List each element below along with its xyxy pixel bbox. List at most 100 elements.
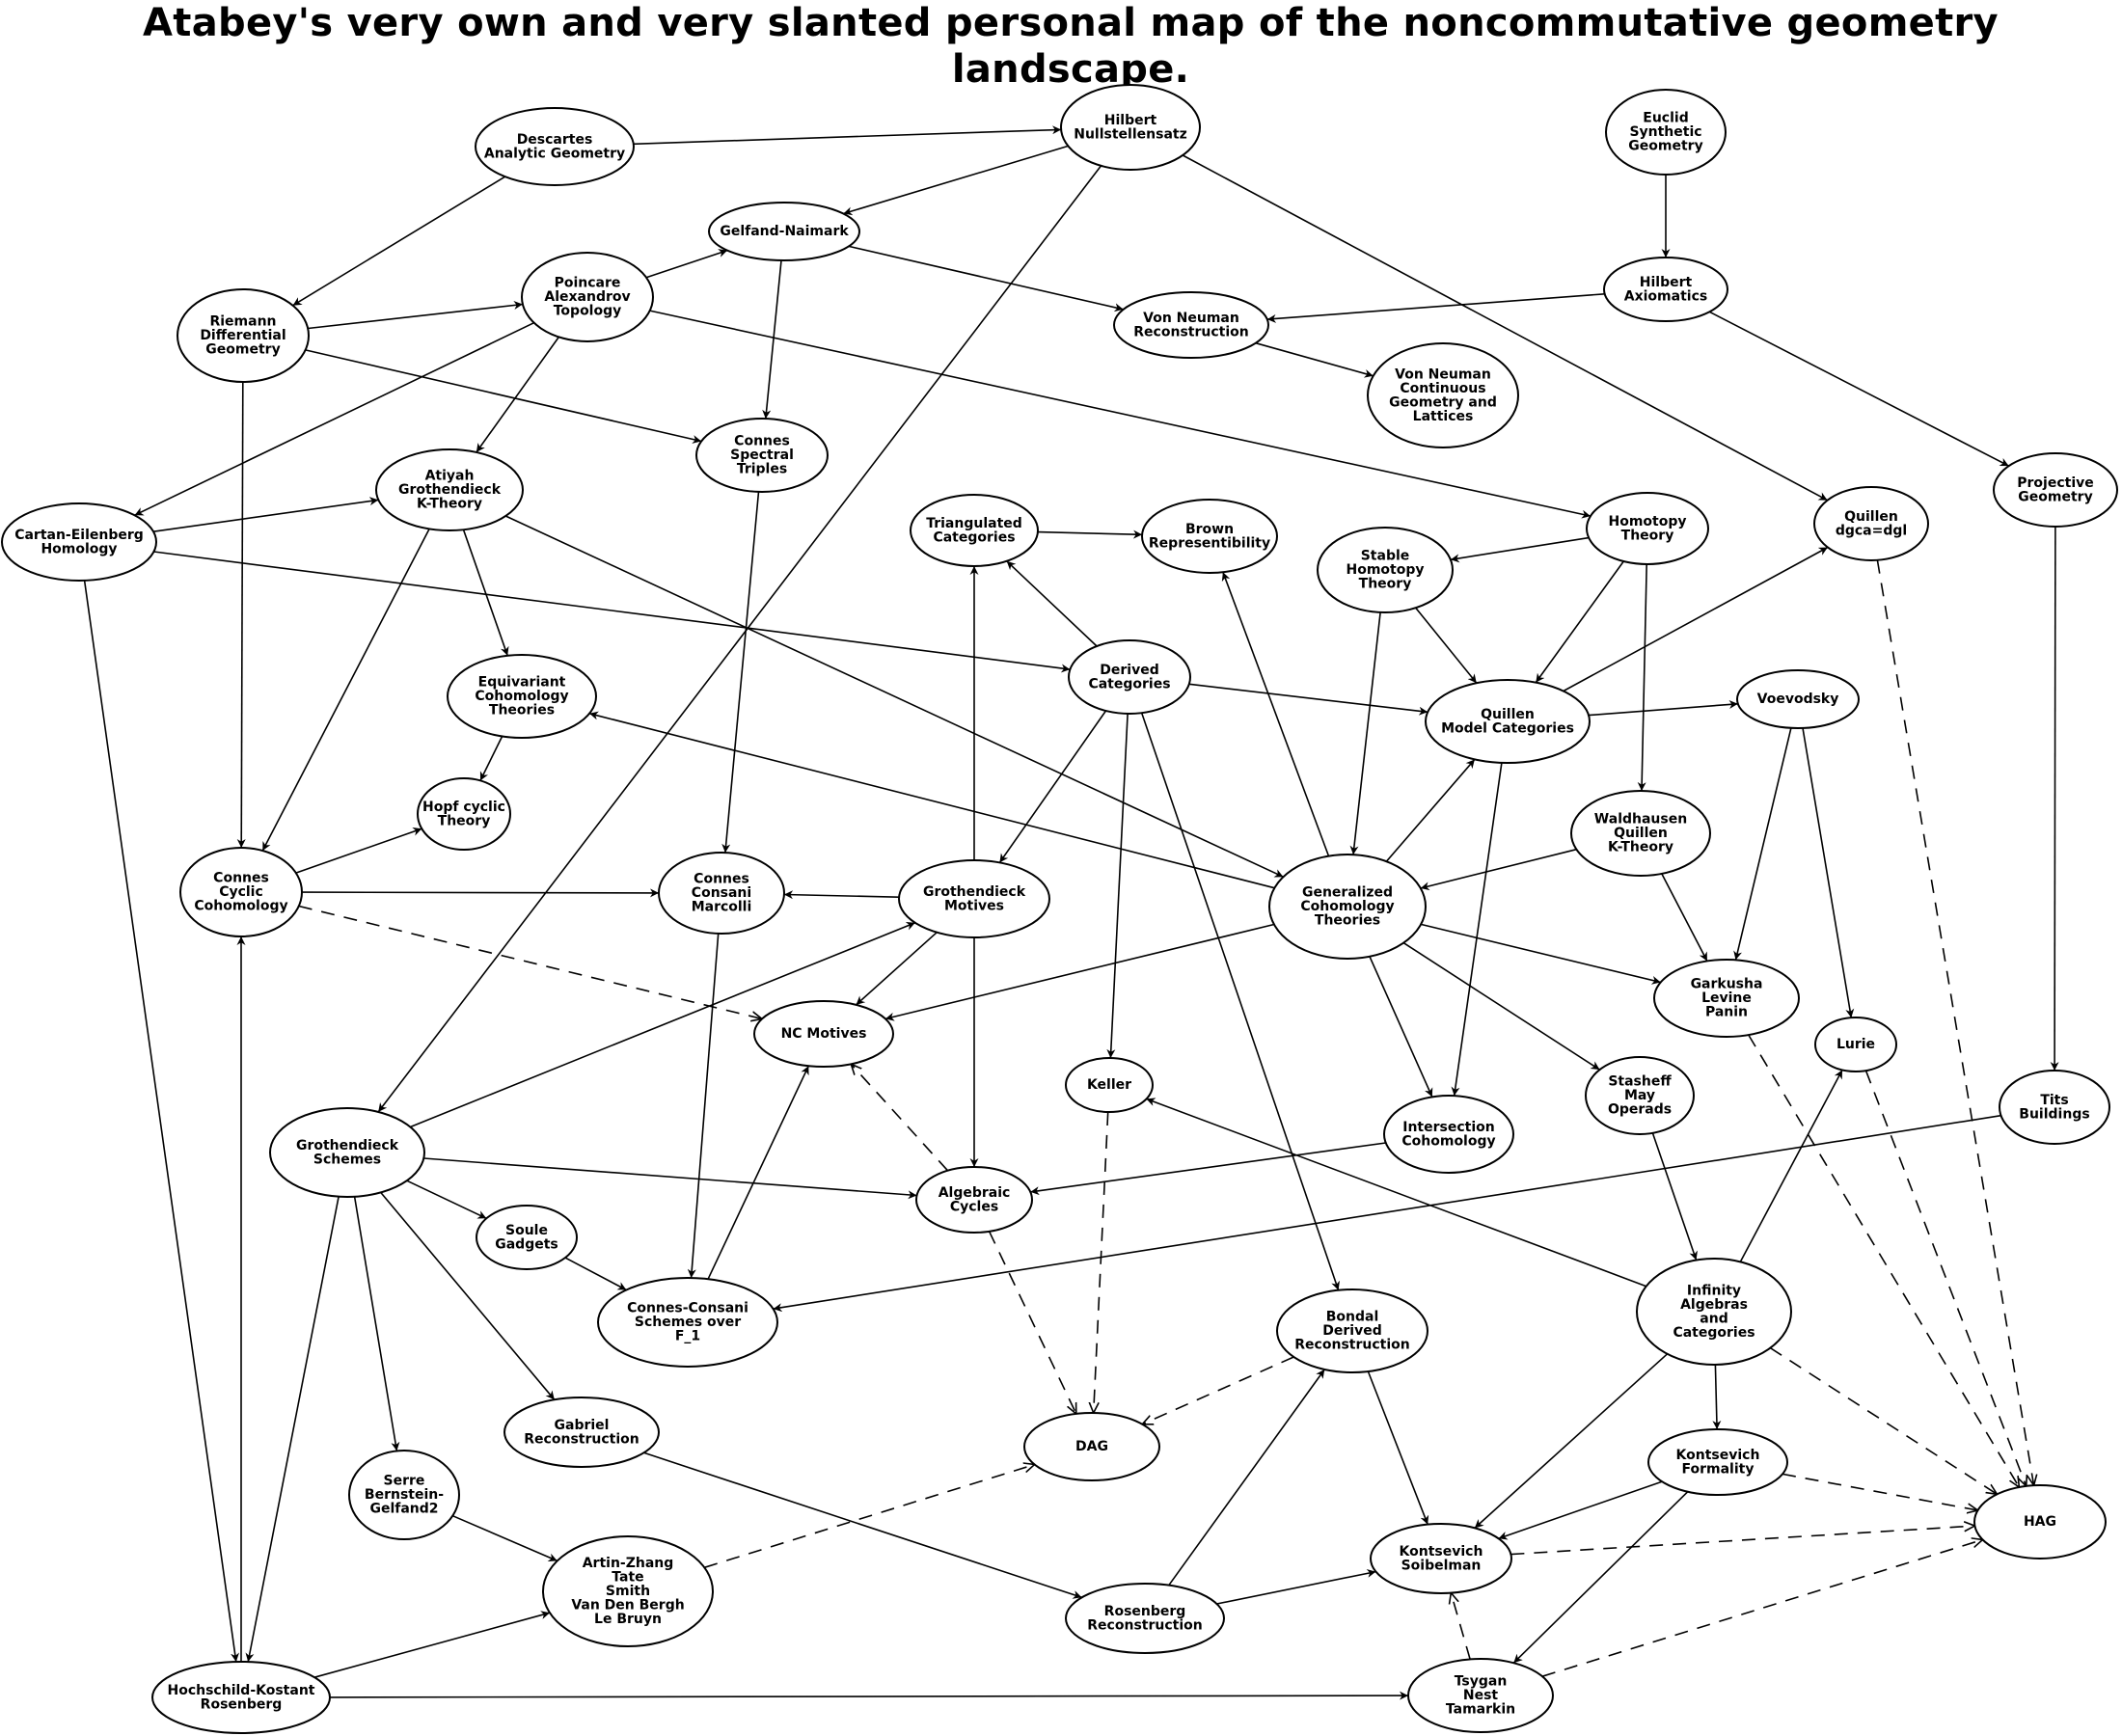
- edge-gelfand-to-vn_recon: [848, 245, 1124, 312]
- edge-hilbert_null-to-gschemes: [377, 165, 1102, 1113]
- node-label-line: Gabriel: [555, 1418, 610, 1433]
- node-ellipse: [348, 1450, 460, 1540]
- edge-gabriel-to-rosenberg_r: [643, 1451, 1082, 1599]
- node-label-line: Hochschild-Kostant: [168, 1683, 315, 1698]
- node-label-line: K-Theory: [417, 497, 482, 512]
- edge-keller-to-dag: [1094, 1111, 1109, 1413]
- node-ellipse: [1973, 1484, 2107, 1560]
- node-dag: DAG: [1023, 1412, 1160, 1481]
- edge-gct-to-nc_motives: [884, 923, 1275, 1021]
- node-label-line: Levine: [1701, 990, 1752, 1006]
- node-label-line: May: [1624, 1088, 1655, 1103]
- edge-derived-to-keller: [1106, 713, 1129, 1059]
- edge-hilbert_ax-to-projective: [1708, 311, 2009, 467]
- edge-algcycles-to-nc_motives: [851, 1064, 949, 1172]
- edge-soule-to-ccf1: [564, 1257, 627, 1291]
- node-label-line: Generalized: [1302, 885, 1393, 901]
- edge-gschemes-to-serre: [353, 1196, 400, 1451]
- node-label-line: Theories: [489, 703, 555, 719]
- node-ellipse: [1585, 1056, 1695, 1135]
- node-label-line: Stable: [1361, 549, 1410, 564]
- edge-gschemes-to-algcycles: [423, 1157, 917, 1200]
- node-ellipse: [177, 288, 310, 383]
- edge-gct-to-brown: [1221, 571, 1330, 856]
- edge-atiyah-to-equivariant: [462, 529, 509, 657]
- node-ellipse: [915, 1166, 1033, 1234]
- node-label-line: Equivariant: [478, 675, 566, 691]
- node-keller: Keller: [1065, 1057, 1154, 1113]
- edge-derived-to-bondal: [1140, 712, 1340, 1290]
- edge-gct-to-quillen_model: [1385, 758, 1476, 862]
- node-label-line: Motives: [944, 898, 1004, 913]
- node-ellipse: [898, 859, 1050, 938]
- edge-cartan-to-hkr: [83, 580, 240, 1663]
- node-label-line: Soule: [505, 1223, 548, 1238]
- edge-riemann-to-poincare: [308, 301, 523, 330]
- edge-homotopy-to-quillen_model: [1535, 560, 1624, 684]
- node-label-line: Analytic Geometry: [484, 146, 625, 161]
- edge-descartes-to-riemann: [292, 176, 506, 307]
- edge-kontsevich_f-to-kontsevich_s: [1498, 1480, 1663, 1540]
- node-label-line: Connes: [213, 871, 269, 886]
- node-ellipse: [1113, 291, 1269, 359]
- node-label-line: Triangulated: [926, 516, 1022, 531]
- edge-gct-to-equivariant: [588, 711, 1275, 889]
- node-nc-motives: NC Motives: [753, 1000, 894, 1068]
- node-label-line: and: [1700, 1311, 1728, 1326]
- node-label-line: Reconstruction: [1294, 1338, 1409, 1353]
- node-label-line: Gelfand-Naimark: [720, 224, 849, 239]
- edge-hkr-to-artin: [313, 1611, 551, 1678]
- edge-gmotives-to-ccm: [783, 890, 900, 900]
- node-label-line: Homotopy: [1609, 514, 1687, 529]
- node-label-line: Operads: [1608, 1102, 1672, 1118]
- edge-infinity-to-kontsevich_f: [1712, 1364, 1722, 1430]
- node-ellipse: [1068, 639, 1191, 715]
- edge-triangulated-to-brown: [1037, 529, 1143, 539]
- edge-kontsevich_s-to-hag: [1510, 1526, 1974, 1556]
- edge-gschemes-to-soule: [406, 1180, 487, 1220]
- node-label-line: Projective: [2017, 475, 2094, 491]
- node-label-line: Geometry: [2018, 489, 2092, 504]
- node-label-line: Serre: [384, 1474, 425, 1489]
- edge-gelfand-to-connes_st: [762, 259, 782, 420]
- edge-quillen_model-to-intersection: [1451, 762, 1503, 1097]
- node-ellipse: [375, 448, 524, 531]
- edge-quillen_model-to-voevodsky: [1588, 699, 1738, 717]
- node-label-line: Artin-Zhang: [583, 1556, 674, 1571]
- edge-projective-to-tits: [2050, 526, 2059, 1071]
- node-label-line: Categories: [1088, 676, 1170, 692]
- node-ellipse: [179, 847, 303, 937]
- node-ellipse: [1647, 1428, 1788, 1496]
- node-label-line: Van Den Bergh: [571, 1598, 684, 1614]
- node-ellipse: [1317, 527, 1454, 613]
- node-label-line: Von Neuman: [1143, 311, 1239, 326]
- node-label-line: Marcolli: [692, 900, 752, 915]
- edge-hilbert_null-to-quillen_dgca: [1182, 154, 1828, 502]
- edge-atiyah-to-connes_cc: [261, 529, 430, 852]
- node-voevodsky: Voevodsky: [1736, 669, 1860, 729]
- node-label-line: Theory: [1359, 577, 1412, 592]
- edge-waldhausen-to-garkusha: [1661, 873, 1708, 962]
- edge-serre-to-artin: [451, 1514, 558, 1562]
- node-label-line: Derived: [1100, 663, 1158, 678]
- node-label-line: Geometry: [1628, 139, 1702, 154]
- node-label-line: Poincare: [555, 276, 621, 291]
- edge-derived-to-triangulated: [1006, 560, 1098, 647]
- node-ellipse: [1370, 1523, 1512, 1594]
- node-label-line: Geometry: [205, 342, 280, 358]
